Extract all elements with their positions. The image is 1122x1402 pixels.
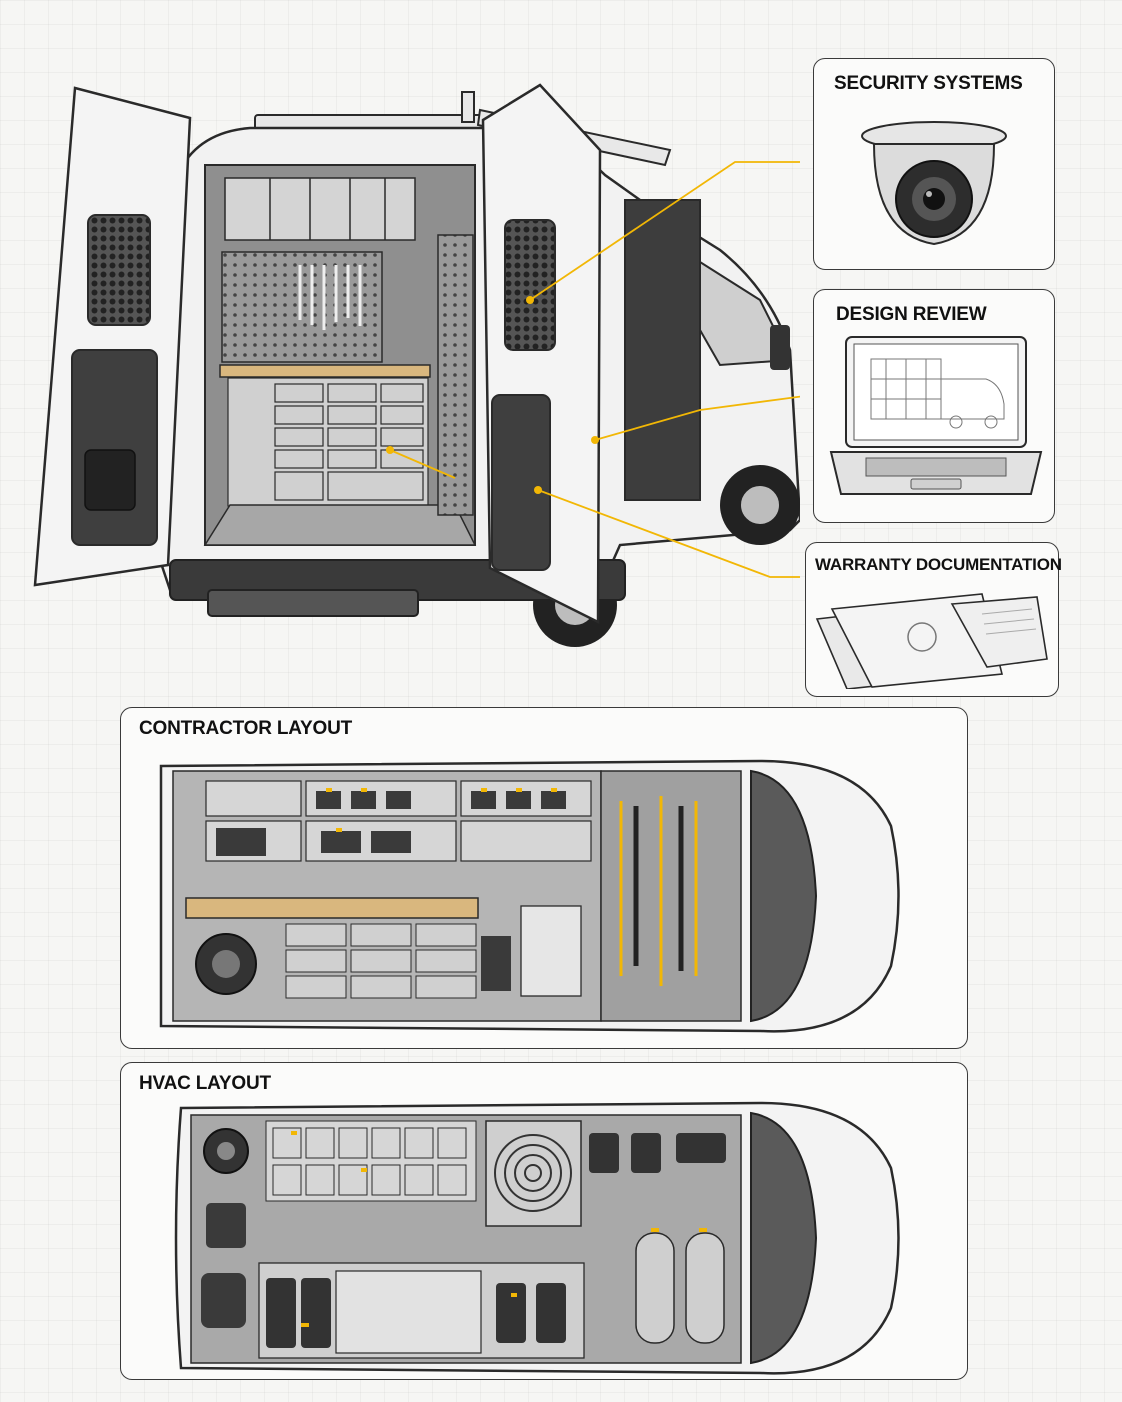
van-rear-illustration: [33, 83, 800, 647]
hvac-layout-panel: HVAC LAYOUT: [120, 1062, 968, 1380]
hvac-layout-title: HVAC LAYOUT: [139, 1073, 271, 1094]
right-shelving: [437, 234, 474, 516]
contractor-topdown-van: [159, 759, 900, 1033]
design-review-panel: DESIGN REVIEW: [813, 289, 1055, 523]
mirror: [770, 325, 790, 370]
pegboard-tool-wall: [221, 251, 383, 363]
laptop-icon: [829, 336, 1043, 495]
front-wheel: [720, 465, 800, 545]
cargo-floor: [203, 504, 477, 546]
side-door-opening: [624, 199, 701, 501]
right-rear-door: [481, 83, 602, 625]
security-systems-panel: SECURITY SYSTEMS: [813, 58, 1055, 270]
rear-step: [207, 589, 419, 617]
hvac-topdown-van: [174, 1101, 900, 1375]
warranty-documentation-title: WARRANTY DOCUMENTATION: [815, 555, 1062, 574]
left-rear-door: [33, 86, 192, 587]
design-review-title: DESIGN REVIEW: [836, 304, 987, 325]
overhead-cabinets: [224, 177, 416, 241]
contractor-layout-title: CONTRACTOR LAYOUT: [139, 718, 352, 739]
workbench-top: [219, 364, 431, 378]
drawer-cabinet: [227, 377, 429, 507]
warranty-documentation-panel: WARRANTY DOCUMENTATION: [805, 542, 1062, 697]
callout-leader-lines: [389, 161, 800, 578]
security-systems-title: SECURITY SYSTEMS: [834, 73, 1023, 94]
documents-icon: [815, 593, 1048, 689]
contractor-layout-panel: CONTRACTOR LAYOUT: [120, 707, 968, 1049]
wrench-set: [298, 265, 362, 330]
dome-camera-icon: [861, 121, 1007, 246]
